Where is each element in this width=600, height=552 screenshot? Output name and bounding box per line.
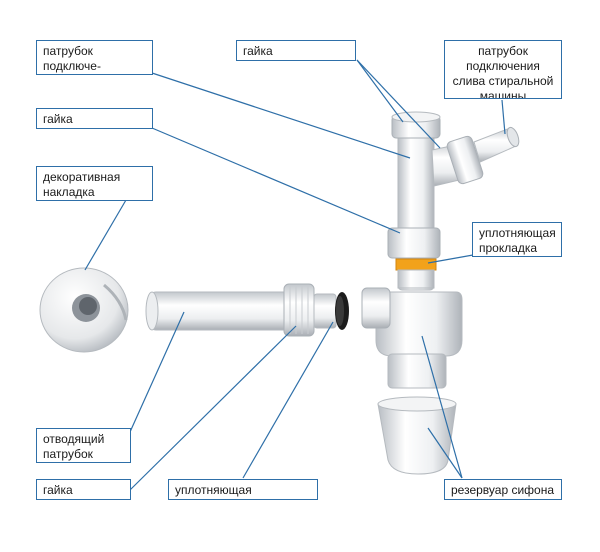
label-seal-gasket-right: уплотняющая прокладка — [472, 222, 562, 257]
leader-reservoir-2 — [427, 427, 463, 479]
label-nut-left-text: гайка — [43, 112, 73, 126]
label-inlet-washbasin: патрубок подключе- ния к умывальнику — [36, 40, 153, 75]
leader-seal-right — [427, 254, 474, 264]
drain-nut-part — [283, 283, 337, 337]
label-siphon-reservoir: резервуар сифона — [444, 479, 562, 500]
leader-inlet-washbasin — [151, 72, 411, 159]
label-inlet-washing-machine-text: патрубок подключения слива стиральной ма… — [452, 44, 554, 99]
leader-nut-top-2 — [356, 59, 441, 149]
label-seal-gasket-right-text: уплотняющая прокладка — [479, 226, 556, 255]
leader-reservoir-1 — [421, 335, 463, 479]
label-seal-gasket-bottom-text: уплотняющая прокладка — [175, 483, 252, 499]
black-gasket-part — [335, 292, 349, 330]
label-decorative-cover-text: декоративная накладка — [43, 170, 121, 199]
leader-lines — [84, 59, 506, 491]
label-nut-left: гайка — [36, 108, 153, 129]
label-nut-bottom-text: гайка — [43, 483, 73, 497]
label-decorative-cover: декоративная накладка — [36, 166, 153, 201]
label-siphon-reservoir-text: резервуар сифона — [451, 483, 555, 497]
reservoir-part — [377, 396, 457, 475]
leader-washing-machine — [501, 99, 506, 135]
label-nut-top-text: гайка — [243, 44, 273, 58]
label-inlet-washbasin-text: патрубок подключе- ния к умывальнику — [43, 44, 101, 73]
drain-pipe-part — [145, 291, 291, 331]
label-drain-pipe-text: отводящий патрубок — [43, 432, 105, 461]
leader-decorative-cover — [84, 199, 127, 271]
label-nut-top: гайка — [236, 40, 356, 61]
label-seal-gasket-bottom: уплотняющая прокладка — [168, 479, 318, 500]
siphon-body-part — [361, 287, 463, 389]
label-inlet-washing-machine: патрубок подключения слива стиральной ма… — [444, 40, 562, 99]
label-nut-bottom: гайка — [36, 479, 131, 500]
leader-nut-top-1 — [356, 59, 404, 123]
leader-nut-bottom — [129, 325, 297, 491]
branch-part — [431, 126, 520, 187]
leader-drain-pipe — [129, 311, 185, 433]
leader-seal-bottom — [242, 321, 334, 479]
label-drain-pipe: отводящий патрубок — [36, 428, 131, 463]
decorative-cover-part — [39, 267, 129, 353]
leader-nut-left — [151, 127, 401, 234]
vertical-pipe-part — [387, 111, 441, 291]
